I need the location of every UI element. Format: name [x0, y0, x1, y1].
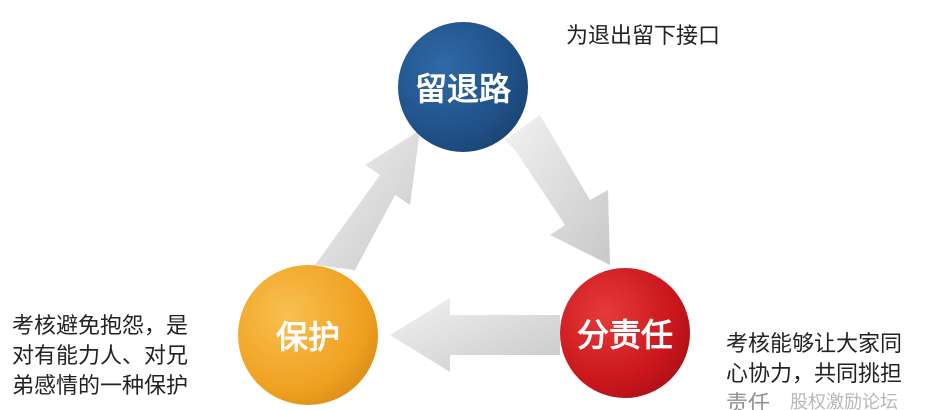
arrow-top-to-right [505, 115, 610, 265]
note-line: 弟感情的一种保护 [12, 374, 189, 399]
node-top-label: 留退路 [414, 70, 511, 108]
node-right-label: 分责任 [576, 316, 673, 354]
node-top: 留退路 [398, 22, 528, 152]
node-left-label: 保护 [275, 318, 340, 356]
arrow-left-to-top [315, 130, 420, 270]
note-top: 为退出留下接口 [566, 24, 721, 49]
note-line: 考核避免抱怨，是 [12, 314, 189, 339]
node-left: 保护 [238, 265, 378, 405]
note-line: 考核能够让大家同 [726, 332, 903, 357]
node-right: 分责任 [560, 268, 690, 398]
note-line: 心协力，共同挑担 [726, 362, 903, 387]
note-line: 责任 [726, 392, 771, 410]
note-right: 考核能够让大家同 心协力，共同挑担 责任 [726, 330, 902, 410]
watermark: 股权激励论坛 [790, 392, 898, 410]
arrow-right-to-left [390, 298, 560, 372]
note-left: 考核避免抱怨，是 对有能力人、对兄 弟感情的一种保护 [12, 312, 188, 402]
note-line: 对有能力人、对兄 [12, 344, 189, 369]
